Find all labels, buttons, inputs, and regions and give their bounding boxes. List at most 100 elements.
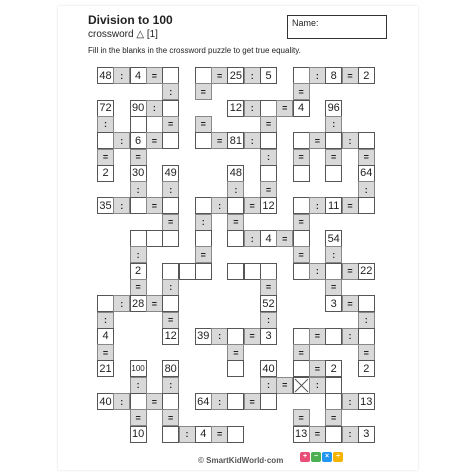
division-sign: : <box>97 311 114 329</box>
cell-number: 80 <box>162 360 180 378</box>
cell-number: 48 <box>227 164 245 182</box>
cell-blank[interactable] <box>97 132 114 150</box>
cell-blank[interactable] <box>129 230 147 247</box>
division-sign: : <box>113 197 131 215</box>
cell-blank[interactable] <box>292 327 310 345</box>
division-sign: : <box>211 197 229 215</box>
cell-blank[interactable] <box>292 132 310 150</box>
division-sign: : <box>243 67 261 84</box>
division-sign: : <box>260 311 277 329</box>
division-sign: : <box>113 393 131 410</box>
cell-blank[interactable] <box>194 132 212 150</box>
cell-number: 12 <box>227 99 245 117</box>
equals-sign: = <box>227 213 245 231</box>
cell-blank[interactable] <box>227 327 245 345</box>
cell-blank[interactable] <box>227 197 245 215</box>
cell-blank[interactable] <box>97 295 114 313</box>
division-sign: : <box>260 148 277 166</box>
cell-blank[interactable] <box>357 132 375 150</box>
cell-blank[interactable] <box>194 197 212 215</box>
cell-blank[interactable] <box>292 67 310 84</box>
page-title: Division to 100 <box>88 13 173 27</box>
cell-number: 13 <box>292 425 310 443</box>
division-sign: : <box>227 181 245 199</box>
cell-blank[interactable] <box>357 327 375 345</box>
cell-blank[interactable] <box>162 132 180 150</box>
cell-number: 12 <box>162 327 180 345</box>
equals-sign: = <box>292 344 310 362</box>
cell-blank[interactable] <box>227 262 245 280</box>
cell-blank[interactable] <box>227 393 245 410</box>
cell-blank[interactable] <box>292 360 310 378</box>
division-sign: : <box>162 181 180 199</box>
division-sign: : <box>243 132 261 150</box>
cell-blank[interactable] <box>145 230 163 247</box>
division-sign: : <box>145 99 163 117</box>
equals-sign: = <box>162 311 180 329</box>
cell-blank[interactable] <box>227 425 245 443</box>
cell-number: 64 <box>357 164 375 182</box>
equals-sign: = <box>276 99 294 117</box>
equals-sign: = <box>211 425 229 443</box>
cell-number: 6 <box>129 132 147 150</box>
equals-sign: = <box>145 393 163 410</box>
cell-blank[interactable] <box>325 132 343 150</box>
name-field[interactable]: Name: <box>287 15 387 39</box>
division-sign: : <box>357 181 375 199</box>
cell-number: 2 <box>129 262 147 280</box>
division-sign: : <box>243 230 261 247</box>
equals-sign: = <box>194 115 212 133</box>
equals-sign: = <box>211 67 229 84</box>
cell-blank[interactable] <box>162 262 180 280</box>
cell-blank[interactable] <box>162 67 180 84</box>
cell-blank[interactable] <box>260 99 277 117</box>
cell-blank[interactable] <box>129 115 147 133</box>
cell-blank[interactable] <box>325 393 343 410</box>
cell-blank[interactable] <box>162 295 180 313</box>
cell-number: 49 <box>162 164 180 182</box>
cell-blank[interactable] <box>129 393 147 410</box>
division-sign: : <box>308 67 326 84</box>
cell-blank[interactable] <box>325 327 343 345</box>
logo-square: × <box>322 452 332 462</box>
cell-blank[interactable] <box>325 425 343 443</box>
cell-blank[interactable] <box>162 197 180 215</box>
equals-sign: = <box>341 197 359 215</box>
cell-number: 12 <box>260 197 277 215</box>
cell-blank[interactable] <box>162 393 180 410</box>
cell-blank[interactable] <box>129 197 147 215</box>
cell-blank[interactable] <box>260 164 277 182</box>
cell-blank[interactable] <box>292 230 310 247</box>
cell-blank[interactable] <box>325 164 343 182</box>
cell-blank[interactable] <box>194 230 212 247</box>
cell-blank[interactable] <box>292 262 310 280</box>
cell-number: 5 <box>260 67 277 84</box>
cell-blank[interactable] <box>178 262 196 280</box>
cell-number: 4 <box>129 67 147 84</box>
cell-blank[interactable] <box>227 360 245 378</box>
crossed-cell <box>292 376 310 394</box>
cell-blank[interactable] <box>325 376 343 394</box>
cell-blank[interactable] <box>227 230 245 247</box>
cell-blank[interactable] <box>162 99 180 117</box>
cell-blank[interactable] <box>292 164 310 182</box>
brand-logo: +−×÷ <box>300 452 343 462</box>
cell-blank[interactable] <box>260 132 277 150</box>
cell-blank[interactable] <box>162 230 180 247</box>
cell-number: 52 <box>260 295 277 313</box>
cell-blank[interactable] <box>260 262 277 280</box>
cell-blank[interactable] <box>357 197 375 215</box>
cell-blank[interactable] <box>194 67 212 84</box>
equals-sign: = <box>292 246 310 264</box>
cell-blank[interactable] <box>325 262 343 280</box>
cell-blank[interactable] <box>292 197 310 215</box>
cell-number: 21 <box>97 360 114 378</box>
cell-blank[interactable] <box>357 295 375 313</box>
instructions-text: Fill in the blanks in the crossword puzz… <box>88 46 301 55</box>
cell-number: 2 <box>97 164 114 182</box>
cell-blank[interactable] <box>162 425 180 443</box>
cell-blank[interactable] <box>194 262 212 280</box>
equals-sign: = <box>260 181 277 199</box>
cell-blank[interactable] <box>260 393 277 410</box>
cell-blank[interactable] <box>243 262 261 280</box>
